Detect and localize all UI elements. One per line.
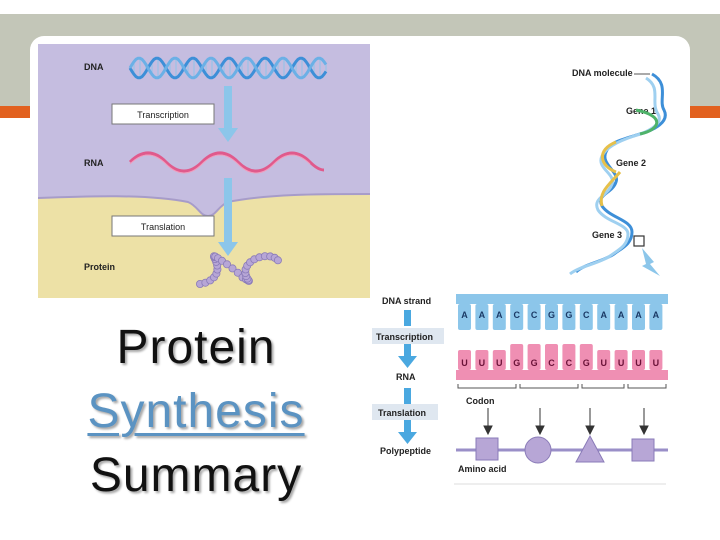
- rna-base-letter: U: [635, 358, 642, 368]
- dna-base-letter: A: [600, 310, 607, 320]
- dna-base-letter: A: [461, 310, 468, 320]
- rna-base-letter: U: [600, 358, 607, 368]
- rna-label-right: RNA: [396, 372, 416, 382]
- dna-base-letter: A: [496, 310, 503, 320]
- slide-title: Protein Synthesis Summary: [46, 316, 346, 508]
- dna-base-letter: C: [531, 310, 538, 320]
- title-line-3: Summary: [89, 449, 303, 502]
- gene-expression-figure: DNA molecule Gene 1 Gene 2 Gene 3 DNA st…: [370, 44, 688, 490]
- rna-label: RNA: [84, 158, 104, 168]
- dna-coil: [569, 72, 667, 276]
- amino-acid-label: Amino acid: [458, 464, 507, 474]
- rna-base-letter: U: [461, 358, 468, 368]
- protein-chain: [195, 252, 282, 288]
- rna-base-letter: U: [653, 358, 660, 368]
- rna-base-letter: G: [583, 358, 590, 368]
- dna-strand-label: DNA strand: [382, 296, 431, 306]
- rna-base-letter: G: [513, 358, 520, 368]
- transcription-box-label: Transcription: [137, 110, 189, 120]
- dna-base-letter: A: [653, 310, 660, 320]
- dna-base-letter: G: [565, 310, 572, 320]
- translation-label: Translation: [378, 408, 426, 418]
- gene-3-label: Gene 3: [592, 230, 622, 240]
- rna-base-letter: U: [618, 358, 625, 368]
- dna-base-letter: A: [618, 310, 625, 320]
- title-line-1: Protein: [116, 321, 276, 374]
- rna-base-letter: G: [531, 358, 538, 368]
- translation-box-label: Translation: [141, 222, 185, 232]
- codon-label: Codon: [466, 396, 495, 406]
- dna-base-letter: C: [583, 310, 590, 320]
- rna-strand: [128, 151, 325, 173]
- transcription-label: Transcription: [376, 332, 433, 342]
- title-line-2: Synthesis: [87, 385, 305, 438]
- polypeptide-label: Polypeptide: [380, 446, 431, 456]
- protein-label: Protein: [84, 262, 115, 272]
- dna-label: DNA: [84, 62, 104, 72]
- dna-base-letter: G: [548, 310, 555, 320]
- accent-bar-left: [0, 106, 30, 118]
- rna-base-letter: U: [479, 358, 486, 368]
- rna-base-letter: C: [566, 358, 573, 368]
- gene-2-label: Gene 2: [616, 158, 646, 168]
- dna-base-letter: A: [635, 310, 642, 320]
- rna-base-letter: U: [496, 358, 503, 368]
- central-dogma-figure: Transcription Translation DNA RNA Protei…: [38, 44, 370, 298]
- dna-helix: [128, 56, 328, 80]
- dna-molecule-label: DNA molecule: [572, 68, 633, 78]
- accent-bar-right: [690, 106, 720, 118]
- dna-base-letter: A: [479, 310, 486, 320]
- rna-base-letter: C: [548, 358, 555, 368]
- amino-acid-chain: [475, 434, 655, 464]
- dna-base-letter: C: [513, 310, 520, 320]
